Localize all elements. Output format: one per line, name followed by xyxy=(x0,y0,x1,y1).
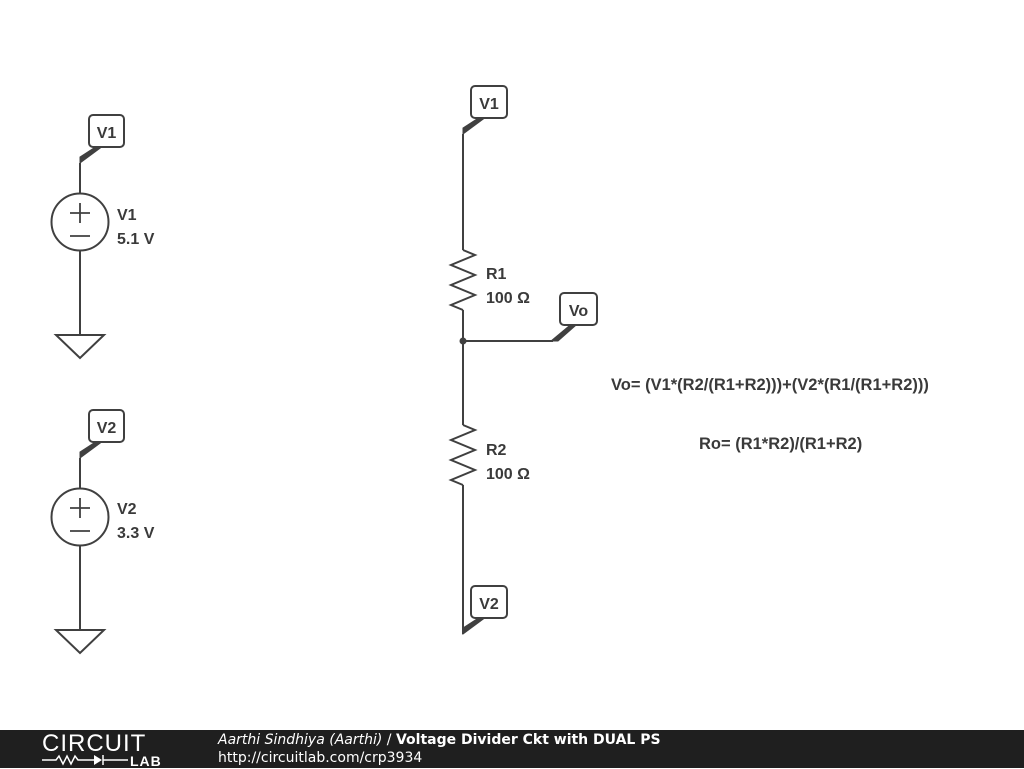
circuit-url[interactable]: http://circuitlab.com/crp3934 xyxy=(218,750,423,766)
svg-text:V1: V1 xyxy=(479,96,499,113)
resistor-diode-logo-icon xyxy=(42,754,128,766)
resistor-r1-name: R1 xyxy=(486,266,507,283)
circuit-schematic: V1 V1 5.1 V V2 V2 3.3 V V1 R1 100 Ω xyxy=(50,85,929,655)
voltage-source-v1[interactable]: V1 V1 5.1 V xyxy=(50,114,155,360)
vo-equation: Vo= (V1*(R2/(R1+R2)))+(V2*(R1/(R1+R2))) xyxy=(611,376,929,394)
author-link[interactable]: Aarthi Sindhiya (Aarthi) xyxy=(218,732,383,748)
ground-icon xyxy=(53,629,107,655)
circuit-title[interactable]: Voltage Divider Ckt with DUAL PS xyxy=(395,732,661,748)
source-v2-name: V2 xyxy=(117,501,137,518)
source-v2-value: 3.3 V xyxy=(117,525,155,542)
resistor-r2-value: 100 Ω xyxy=(486,466,530,483)
divider-top-net-tag[interactable]: V1 xyxy=(462,85,508,135)
resistor-r2-name: R2 xyxy=(486,442,507,459)
junction-dot xyxy=(459,337,467,345)
ro-equation: Ro= (R1*R2)/(R1+R2) xyxy=(699,435,862,453)
svg-text:Vo: Vo xyxy=(569,303,588,320)
source-v1-value: 5.1 V xyxy=(117,231,155,248)
source-v2-net-tag: V2 xyxy=(97,420,117,437)
credit-line: Aarthi Sindhiya (Aarthi) / Voltage Divid… xyxy=(218,731,661,749)
credit-separator: / xyxy=(382,732,396,748)
resistor-r1[interactable]: R1 100 Ω xyxy=(448,249,530,311)
ground-icon xyxy=(53,334,107,360)
voltage-source-v2[interactable]: V2 V2 3.3 V xyxy=(50,409,155,655)
divider-bottom-net-tag[interactable]: V2 xyxy=(462,585,508,635)
circuitlab-logo[interactable]: CIRCUIT LAB xyxy=(42,730,182,769)
svg-text:V2: V2 xyxy=(479,596,499,613)
source-v1-net-tag: V1 xyxy=(97,125,117,142)
source-v1-name: V1 xyxy=(117,207,137,224)
footer-bar: CIRCUIT LAB Aarthi Sindhiya (Aarthi) / V… xyxy=(0,730,1024,768)
resistor-r2[interactable]: R2 100 Ω xyxy=(448,424,530,486)
logo-top-text: CIRCUIT xyxy=(42,730,147,757)
voltage-source-symbol xyxy=(50,192,110,252)
output-net-tag-vo[interactable]: Vo xyxy=(549,292,598,342)
voltage-source-symbol xyxy=(50,487,110,547)
logo-bottom-text: LAB xyxy=(130,753,162,769)
resistor-r1-value: 100 Ω xyxy=(486,290,530,307)
